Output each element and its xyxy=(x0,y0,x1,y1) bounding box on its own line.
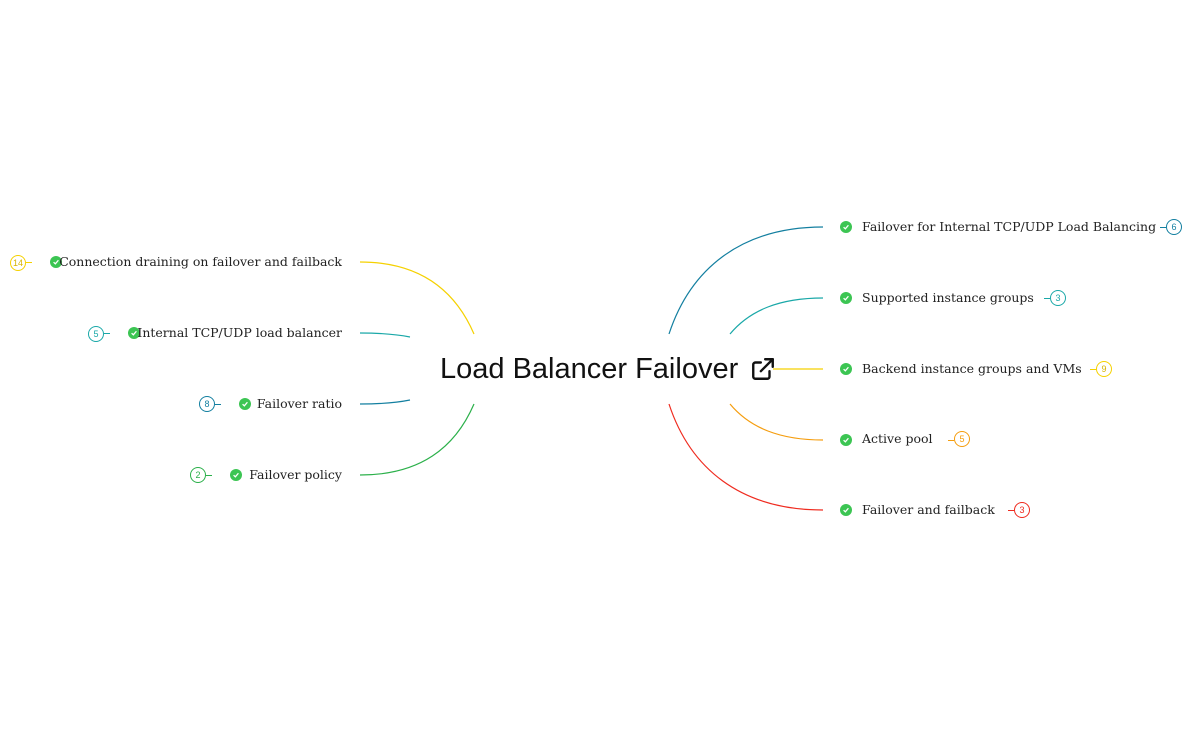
connector-line xyxy=(729,403,824,441)
badge-connector xyxy=(104,333,110,334)
node-label: Failover and failback xyxy=(862,502,995,517)
connector-line xyxy=(359,261,475,335)
child-count-badge[interactable]: 2 xyxy=(190,467,206,483)
node-label: Failover ratio xyxy=(256,396,342,411)
badge-connector xyxy=(215,404,221,405)
child-count-badge[interactable]: 5 xyxy=(88,326,104,342)
child-count-badge[interactable]: 5 xyxy=(954,431,970,447)
check-circle-icon xyxy=(239,398,251,410)
central-topic-title: Load Balancer Failover xyxy=(440,352,739,385)
check-circle-icon xyxy=(128,327,140,339)
child-count-badge[interactable]: 6 xyxy=(1166,219,1182,235)
connector-line xyxy=(729,297,824,335)
child-count-badge[interactable]: 14 xyxy=(10,255,26,271)
node-label: Internal TCP/UDP load balancer xyxy=(137,325,342,340)
check-circle-icon xyxy=(840,434,852,446)
check-circle-icon xyxy=(840,221,852,233)
check-circle-icon xyxy=(840,292,852,304)
connector-line xyxy=(359,403,475,476)
node-label: Failover policy xyxy=(249,467,342,482)
child-count-badge[interactable]: 3 xyxy=(1014,502,1030,518)
node-label: Failover for Internal TCP/UDP Load Balan… xyxy=(862,219,1157,234)
node-label: Active pool xyxy=(862,431,933,446)
badge-connector xyxy=(206,475,212,476)
node-label: Supported instance groups xyxy=(862,290,1034,305)
child-count-badge[interactable]: 3 xyxy=(1050,290,1066,306)
child-count-badge[interactable]: 8 xyxy=(199,396,215,412)
badge-connector xyxy=(1160,227,1166,228)
connector-line xyxy=(668,226,824,335)
badge-connector xyxy=(26,262,32,263)
connector-line xyxy=(359,332,411,338)
connector-line xyxy=(668,403,824,511)
check-circle-icon xyxy=(230,469,242,481)
check-circle-icon xyxy=(840,504,852,516)
child-count-badge[interactable]: 9 xyxy=(1096,361,1112,377)
badge-connector xyxy=(1008,510,1014,511)
badge-connector xyxy=(1044,298,1050,299)
connector-line xyxy=(359,399,411,405)
central-topic[interactable]: Load Balancer Failover xyxy=(440,349,776,389)
node-label: Backend instance groups and VMs xyxy=(862,361,1082,376)
check-circle-icon xyxy=(50,256,62,268)
check-circle-icon xyxy=(840,363,852,375)
external-link-icon[interactable] xyxy=(750,356,776,382)
node-label: Connection draining on failover and fail… xyxy=(59,254,342,269)
badge-connector xyxy=(948,440,954,441)
badge-connector xyxy=(1090,369,1096,370)
